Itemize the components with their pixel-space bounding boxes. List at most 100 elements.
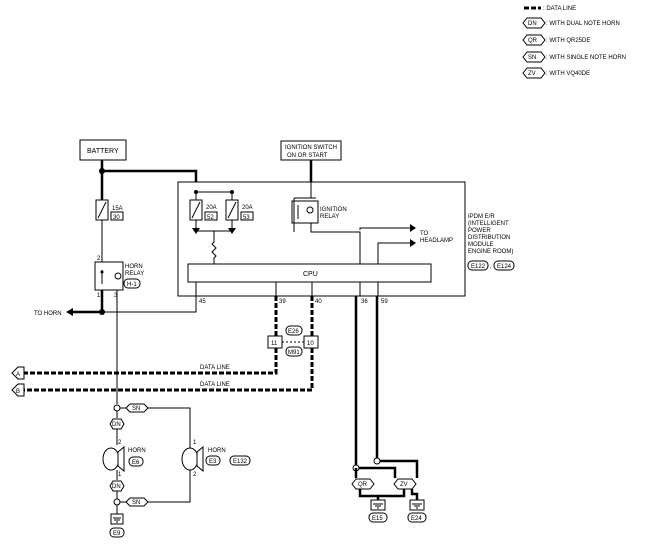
svg-text:,: , — [490, 264, 492, 270]
horn-relay: 2 1 3 HORN RELAY H-1 — [94, 256, 144, 299]
horn-lh-name: HORN — [128, 448, 146, 454]
horn-relay-pin-3: 3 — [114, 293, 118, 299]
ignition-relay-output — [310, 223, 361, 264]
svg-text:(INTELLIGENT: (INTELLIGENT — [468, 221, 509, 227]
fuse-15a: 15A 30 — [95, 199, 124, 221]
ignition-relay-label-2: RELAY — [320, 214, 339, 220]
qr-tag: QR — [351, 478, 375, 490]
ignition-relay-label-1: IGNITION — [320, 207, 347, 213]
legend-qr-badge: QR — [522, 34, 546, 46]
fuse-52-rating: 20A — [206, 205, 217, 211]
ground-e15: E15 — [368, 499, 388, 523]
fuse-53-number: 53 — [243, 215, 250, 221]
data-line-b — [22, 348, 314, 392]
svg-text:DN: DN — [528, 21, 537, 27]
sn-wire-top — [148, 407, 191, 440]
svg-text:ENGINE ROOM): ENGINE ROOM) — [468, 249, 513, 255]
ignition-switch-line1: IGNITION SWITCH — [285, 145, 337, 151]
svg-text:IPDM E/R: IPDM E/R — [468, 214, 495, 220]
data-line-label-1: DATA LINE — [200, 365, 230, 371]
ignition-switch-box: IGNITION SWITCH ON OR START — [280, 140, 342, 161]
junction-e26-m91: E26 11 10 M91 — [267, 325, 319, 357]
svg-text:QR: QR — [528, 38, 538, 44]
horn-lh-code: E6 — [132, 460, 140, 466]
horn-lh: 2 HORN E6 1 — [102, 440, 146, 478]
ipdm-pin-40: 40 — [315, 299, 322, 305]
sn-tag-top: SN — [125, 403, 149, 413]
battery-box: BATTERY — [79, 139, 127, 161]
horn-relay-pin-1: 1 — [97, 293, 101, 299]
svg-text:A: A — [16, 372, 20, 378]
junction-bottom-code: M91 — [288, 350, 300, 356]
ground-e9: E9 — [109, 513, 125, 538]
to-headlamp-1: TO — [420, 231, 429, 237]
svg-text:SN: SN — [132, 406, 140, 412]
svg-text:SN: SN — [132, 500, 140, 506]
legend: : DATA LINE DN : WITH DUAL NOTE HORN QR … — [522, 6, 626, 79]
horn-splice-bottom — [113, 498, 121, 506]
horn-rh-pin-1: 1 — [193, 440, 197, 446]
ground-e9-code: E9 — [113, 531, 121, 537]
fuse-15a-rating: 15A — [112, 206, 123, 212]
junction-right-pin: 10 — [307, 341, 314, 347]
sn-tag-bottom: SN — [125, 497, 149, 507]
horn-rh: 1 HORN E3 E132 2 — [181, 440, 251, 478]
arrow-b-off-page: B — [11, 383, 25, 397]
legend-data-line-text: : DATA LINE — [543, 6, 576, 12]
horn-splice-top — [113, 404, 121, 412]
horn-relay-label-1: HORN — [125, 264, 143, 270]
svg-text:QR: QR — [358, 482, 368, 488]
legend-zv-badge: ZV — [522, 67, 546, 79]
svg-text:ZV: ZV — [400, 482, 408, 488]
horn-lh-pin-1: 1 — [118, 472, 122, 478]
legend-dn-text: : WITH DUAL NOTE HORN — [546, 21, 620, 27]
ipdm-pin-39: 39 — [279, 299, 286, 305]
horn-relay-code: H-1 — [127, 282, 137, 288]
ignition-switch-line2: ON OR START — [287, 153, 328, 159]
legend-zv-text: : WITH VQ40DE — [546, 71, 590, 77]
legend-sn-text: : WITH SINGLE NOTE HORN — [546, 55, 626, 61]
dn-tag-top: DN — [109, 418, 125, 430]
horn-rh-name: HORN — [208, 448, 226, 454]
ignition-relay: IGNITION RELAY — [291, 182, 347, 232]
horn-rh-code: E3 — [209, 459, 217, 465]
zv-tag: ZV — [393, 478, 417, 490]
ipdm-pin-36: 36 — [361, 299, 368, 305]
svg-text:SN: SN — [528, 55, 536, 61]
data-line-a — [22, 348, 278, 375]
legend-sn-badge: SN — [522, 51, 546, 63]
fuse-52-number: 52 — [207, 215, 214, 221]
to-headlamp-2: HEADLAMP — [420, 238, 453, 244]
ipdm-pin-59: 59 — [381, 299, 388, 305]
legend-qr-text: : WITH QR25DE — [546, 38, 590, 44]
fuse-20a-53: 20A 53 — [225, 199, 254, 221]
sn-wire-bottom — [148, 470, 191, 503]
horn-relay-label-2: RELAY — [125, 271, 144, 277]
horn-lh-pin-2: 2 — [118, 440, 122, 446]
legend-dn-badge: DN — [522, 17, 546, 29]
junction-left-pin: 11 — [271, 341, 278, 347]
fuse-15a-number: 30 — [113, 215, 120, 221]
junction-top-code: E26 — [288, 329, 299, 335]
ground-e15-code: E15 — [372, 516, 383, 522]
svg-text:DN: DN — [112, 422, 121, 428]
svg-text:E124: E124 — [497, 264, 512, 270]
cpu-label: CPU — [303, 271, 318, 278]
battery-label: BATTERY — [87, 148, 119, 155]
horn-rh-pin-2: 2 — [193, 472, 197, 478]
headlamp-arrow-1 — [410, 224, 416, 232]
arrow-a-off-page: A — [11, 366, 25, 380]
ground-e24: E24 — [407, 499, 427, 523]
ground-e24-code: E24 — [411, 516, 422, 522]
svg-text:ZV: ZV — [528, 71, 536, 77]
horn-relay-pin-2: 2 — [97, 256, 101, 262]
svg-text:DISTRIBUTION: DISTRIBUTION — [468, 235, 510, 241]
ipdm-pin-45: 45 — [199, 299, 206, 305]
svg-text:E122: E122 — [471, 264, 486, 270]
to-horn-label: TO HORN — [34, 311, 62, 317]
headlamp-arrow-2 — [410, 239, 416, 247]
ipdm-pin45-wire — [102, 296, 197, 313]
horn-rh-code2: E132 — [233, 459, 248, 465]
data-line-label-2: DATA LINE — [200, 382, 230, 388]
